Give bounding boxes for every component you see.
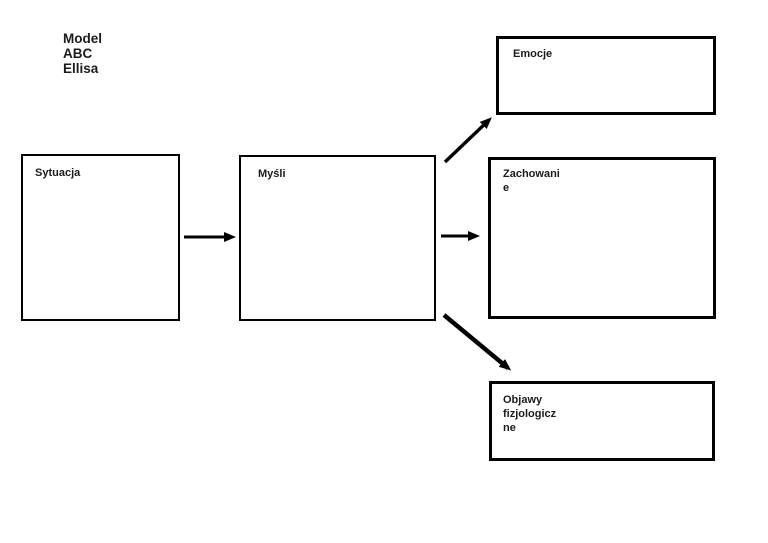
box-zachowanie-label: Zachowani e [503,168,560,194]
arrow-mysli-to-emocje [443,117,492,164]
box-sytuacja-label: Sytuacja [35,167,81,179]
arrow-mysli-to-objawy [442,313,512,371]
box-sytuacja: Sytuacja [21,154,180,321]
box-emocje: Emocje [496,36,716,115]
box-zachowanie: Zachowani e [488,157,716,319]
box-objawy-label: Objawy fizjologicz ne [503,394,557,434]
box-mysli-label: Myśli [258,168,286,180]
box-emocje-label: Emocje [513,48,553,60]
box-mysli: Myśli [239,155,436,321]
diagram-title: Model ABC Ellisa [63,31,102,76]
box-objawy: Objawy fizjologicz ne [489,381,715,461]
